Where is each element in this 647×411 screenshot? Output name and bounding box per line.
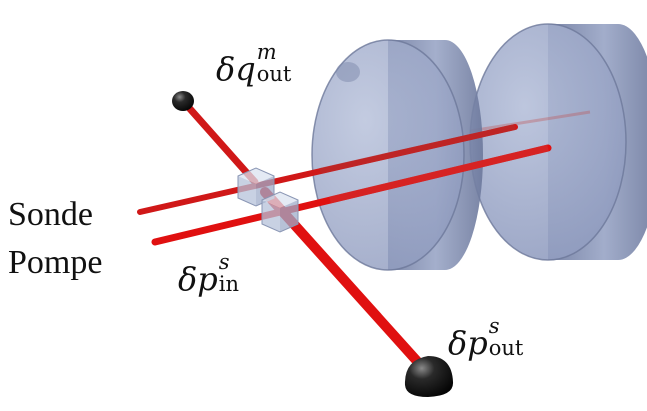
dp-out-s-subscript: out	[488, 336, 524, 360]
mirror-back-face	[470, 24, 626, 260]
sonde-label: Sonde	[8, 198, 93, 232]
probe-beam-through-mirror	[319, 124, 516, 174]
sonde-label-text: Sonde	[8, 196, 93, 233]
detector-lower	[404, 356, 454, 397]
dp-out-s-base: δp	[448, 324, 488, 362]
beam-splitter-lower	[261, 191, 299, 233]
dp-out-s-superscript: s	[488, 314, 500, 338]
mirror-back	[469, 23, 647, 261]
probe-beam-intracavity	[469, 110, 591, 133]
pump-beam-through-mirror	[329, 144, 549, 204]
dp-in-s-base: δp	[178, 260, 218, 298]
dq-out-m-superscript: m	[256, 40, 277, 64]
dq-out-m-subscript: out	[256, 62, 292, 86]
dp-in-s-subscript: in	[218, 272, 239, 296]
dq-out-m-base: δq	[216, 50, 256, 88]
pompe-label: Pompe	[8, 246, 102, 280]
dp-in-s-superscript: s	[218, 250, 230, 274]
detector-upper	[172, 91, 194, 111]
output-beam-upper	[179, 97, 259, 186]
pompe-label-text: Pompe	[8, 244, 103, 281]
